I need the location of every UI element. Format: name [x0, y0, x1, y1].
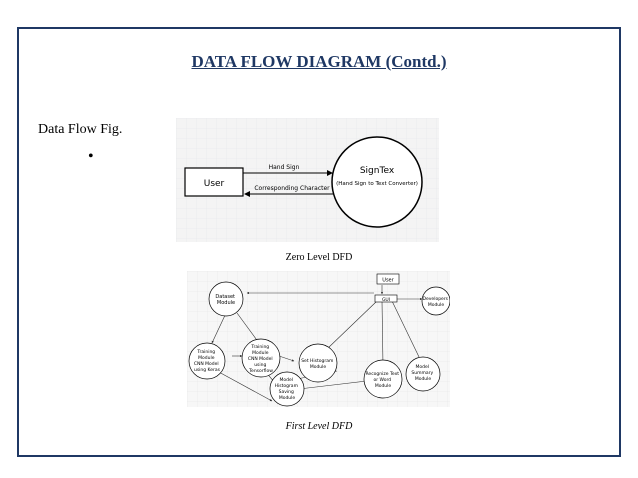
recognize-line1: Recognize Text	[366, 371, 400, 377]
training-tf-line5: Tensorflow	[248, 368, 273, 374]
recognize-text-node	[363, 359, 403, 399]
svg-text:Model Summary Modu: Model Summary Module	[411, 364, 434, 382]
mhs-line3: Saving	[279, 389, 294, 395]
first-level-dfd-figure: User GUI Dataset Module Developers Modul…	[187, 271, 451, 407]
training-cnn-keras-node	[188, 342, 226, 380]
model-summary-node	[405, 356, 441, 392]
training-keras-line3: CNN Model	[194, 361, 219, 367]
summary-line2: Summary	[411, 370, 433, 376]
svg-text:Model Histogram Sa: Model Histogram Saving Module	[275, 377, 300, 401]
recognize-line3: Module	[375, 383, 392, 389]
training-tf-line4: using	[254, 362, 266, 368]
summary-line1: Model	[416, 364, 430, 370]
zero-level-dfd-figure: User SignTex (Hand Sign to Text Converte…	[176, 118, 439, 242]
flow-hand-sign-label: Hand Sign	[269, 164, 300, 171]
svg-text:Developers Module: Developers Module	[423, 296, 450, 308]
summary-line3: Module	[415, 376, 432, 382]
mhs-line1: Model	[280, 377, 294, 383]
level1-user-box	[376, 273, 400, 285]
flow-character-label: Corresponding Character	[254, 185, 330, 192]
training-keras-line4: using Keras	[194, 367, 221, 373]
slide-frame	[17, 27, 621, 457]
signtex-process-circle	[331, 136, 423, 228]
developers-line2: Module	[428, 302, 445, 308]
training-tf-line1: Training	[250, 344, 269, 350]
first-level-caption: First Level DFD	[285, 421, 353, 432]
recognize-line2: or Word	[373, 377, 391, 383]
svg-text:Training Module CN: Training Module CNN Model using Keras	[194, 349, 221, 373]
level1-gui-box	[374, 294, 398, 303]
dataset-line2: Module	[217, 300, 235, 306]
svg-text:Recognize Text or Word: Recognize Text or Word Module	[366, 371, 401, 389]
training-tf-line3: CNN Model	[248, 356, 273, 362]
training-keras-line2: Module	[198, 355, 215, 361]
developers-line1: Developers	[423, 296, 449, 302]
level1-gui-label: GUI	[382, 297, 390, 303]
user-entity-box	[184, 167, 244, 197]
mhs-line4: Module	[279, 395, 296, 401]
training-keras-line1: Training	[196, 349, 215, 355]
training-tf-line2: Module	[252, 350, 269, 356]
dataset-module-node	[208, 281, 244, 317]
set-histogram-node	[298, 343, 338, 383]
model-histogram-saving-node	[269, 371, 305, 407]
bullet-point: •	[88, 148, 94, 165]
svg-text:Dataset Module: Dataset Module	[215, 294, 236, 306]
training-cnn-tensorflow-node	[241, 338, 281, 378]
zero-level-caption: Zero Level DFD	[285, 252, 353, 263]
svg-text:Set Histogram Module: Set Histogram Module	[301, 358, 335, 370]
slide-title: DATA FLOW DIAGRAM (Contd.)	[191, 52, 447, 71]
data-flow-label: Data Flow Fig.	[38, 122, 123, 137]
dataset-line1: Dataset	[215, 294, 235, 300]
level1-user-label: User	[382, 278, 394, 284]
svg-text:Training Module CN: Training Module CNN Model using Tensorfl…	[248, 344, 274, 374]
signtex-label: SignTex	[360, 166, 395, 176]
mhs-line2: Histogram	[275, 383, 298, 389]
user-entity-label: User	[204, 179, 225, 189]
histogram-line1: Set Histogram	[301, 358, 333, 364]
histogram-line2: Module	[310, 364, 327, 370]
signtex-desc: (Hand Sign to Text Converter)	[336, 181, 418, 187]
